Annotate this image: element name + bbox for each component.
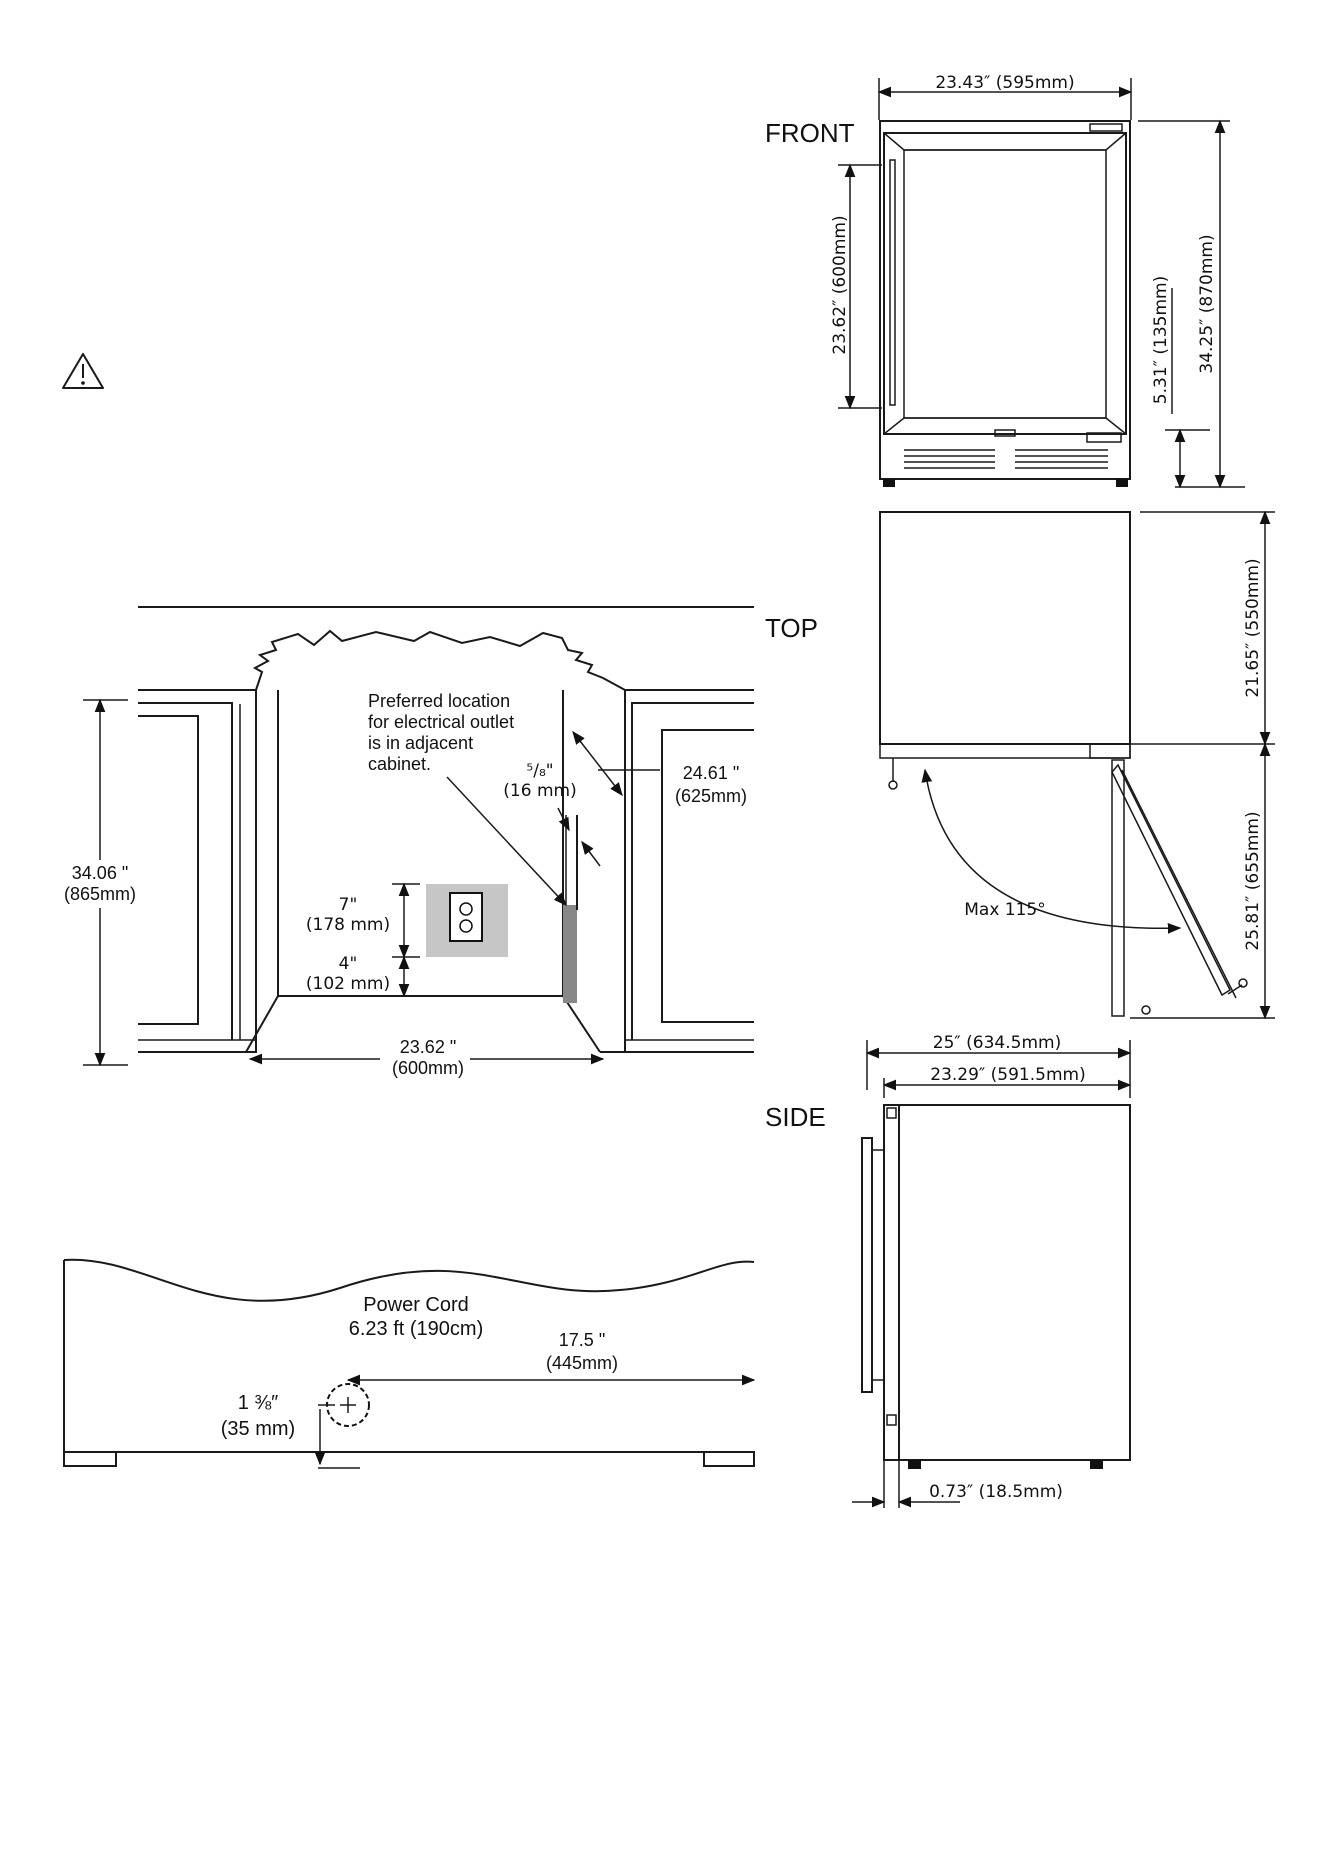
outlet-note-line-4: cabinet. <box>368 754 431 774</box>
outlet-floor-in-label: 4" <box>339 954 358 974</box>
side-handle <box>861 1137 873 1393</box>
top-depth-label: 21.65″ (550mm) <box>1243 558 1263 697</box>
front-vent-grille <box>904 449 1108 469</box>
cutout-depth-mm-label: (625mm) <box>675 786 747 806</box>
top-view: TOP 21.65″ (550mm) 25.81″ (655mm) Max 11… <box>765 510 1275 1020</box>
outlet-height-mm-label: (178 mm) <box>306 915 390 935</box>
outlet-floor-mm-label: (102 mm) <box>306 974 390 994</box>
front-door-height-label: 23.62″ (600mm) <box>830 215 850 354</box>
outlet-icon <box>449 892 483 942</box>
cabinet-cutout-view: Preferred location for electrical outlet… <box>58 606 754 1080</box>
hole-height-in-label: 1 ⅜″ <box>238 1392 278 1414</box>
hole-offset-mm-label: (445mm) <box>546 1353 618 1373</box>
side-door-thickness-label: 0.73″ (18.5mm) <box>929 1482 1063 1502</box>
front-body <box>879 120 1131 480</box>
cutout-width-mm-label: (600mm) <box>392 1058 464 1078</box>
cutout-depth-in-label: 24.61 " <box>683 763 739 783</box>
front-base-height-label: 5.31″ (135mm) <box>1151 276 1171 404</box>
outlet-note-line-2: for electrical outlet <box>368 712 514 732</box>
rear-power-cord-view: Power Cord 6.23 ft (190cm) 17.5 " (445mm… <box>63 1258 756 1469</box>
front-view: FRONT 23.43″ (595mm) 23.62″ (600mm) <box>765 73 1245 489</box>
warning-triangle-icon <box>62 353 104 389</box>
side-depth-with-handle-label: 25″ (634.5mm) <box>933 1033 1061 1053</box>
front-door-frame <box>883 132 1127 435</box>
cutout-gap-in-label: ⁵/₈" <box>526 761 553 781</box>
top-view-title: TOP <box>765 613 818 643</box>
outlet-note-line-1: Preferred location <box>368 691 510 711</box>
outlet-note-line-3: is in adjacent <box>368 733 473 753</box>
front-width-label: 23.43″ (595mm) <box>935 73 1074 93</box>
front-view-title: FRONT <box>765 118 855 148</box>
top-open-door <box>1111 759 1125 1017</box>
hole-height-mm-label: (35 mm) <box>221 1418 295 1440</box>
top-body <box>879 511 1131 745</box>
front-control-panel <box>1089 123 1123 132</box>
front-glass <box>903 149 1107 419</box>
power-cord-length-label: 6.23 ft (190cm) <box>349 1318 484 1340</box>
side-body <box>898 1104 1131 1461</box>
outlet-height-in-label: 7" <box>339 895 358 915</box>
side-depth-body-label: 23.29″ (591.5mm) <box>930 1065 1085 1085</box>
cutout-height-mm-label: (865mm) <box>64 884 136 904</box>
top-door-edge <box>879 743 1131 759</box>
top-door-depth-label: 25.81″ (655mm) <box>1243 811 1263 950</box>
cutout-width-in-label: 23.62 " <box>400 1037 456 1057</box>
top-max-angle-label: Max 115° <box>964 900 1046 920</box>
hole-offset-in-label: 17.5 " <box>559 1330 605 1350</box>
cutout-gap-mm-label: (16 mm) <box>503 781 576 801</box>
side-view: SIDE 25″ (634.5mm) 23.29″ (591.5mm) 0.73… <box>765 1033 1132 1508</box>
countertop-break <box>252 629 626 691</box>
front-handle <box>889 159 896 406</box>
side-view-title: SIDE <box>765 1102 826 1132</box>
side-door <box>883 1104 900 1461</box>
cutout-height-in-label: 34.06 " <box>72 863 128 883</box>
power-cord-label: Power Cord <box>363 1294 469 1316</box>
front-total-height-label: 34.25″ (870mm) <box>1197 234 1217 373</box>
